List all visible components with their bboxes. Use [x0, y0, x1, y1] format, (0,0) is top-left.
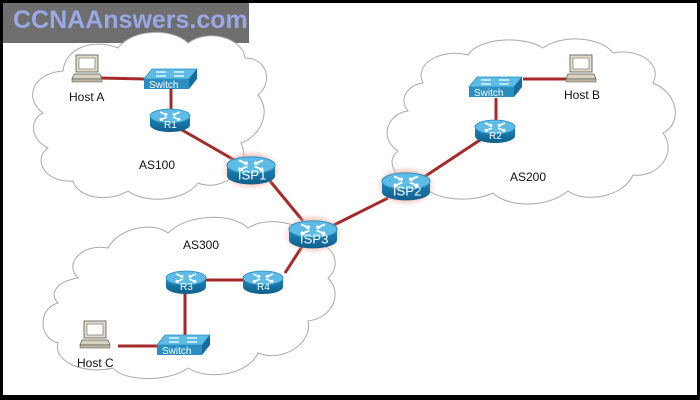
- link-hostA-sw1: [99, 76, 147, 81]
- as100-label: AS100: [139, 158, 175, 172]
- host-a[interactable]: [71, 54, 103, 83]
- router-label: R1: [164, 120, 177, 131]
- router-label: R4: [257, 282, 270, 293]
- as200-label: AS200: [510, 170, 546, 184]
- network-topology: Host A Host B Host C Switch Switch Switc…: [32, 31, 676, 379]
- pc-icon: [565, 54, 597, 83]
- switch-as100[interactable]: Switch: [143, 68, 198, 91]
- router-r2[interactable]: R2: [474, 119, 516, 144]
- host-a-label: Host A: [69, 90, 104, 104]
- router-r1[interactable]: R1: [149, 108, 191, 133]
- router-label: ISP1: [238, 168, 267, 183]
- watermark: CCNAAnswers.com: [13, 6, 248, 34]
- switch-label: Switch: [474, 88, 503, 99]
- switch-as300[interactable]: Switch: [156, 334, 211, 357]
- pc-icon: [79, 320, 111, 349]
- switch-label: Switch: [162, 346, 191, 357]
- router-r3[interactable]: R3: [165, 270, 207, 295]
- router-isp2[interactable]: ISP2: [381, 171, 431, 202]
- switch-label: Switch: [149, 80, 178, 91]
- router-label: R3: [180, 282, 193, 293]
- cloud-as300: [42, 216, 336, 379]
- router-label: ISP3: [300, 232, 329, 247]
- link-isp1-isp3: [268, 180, 305, 222]
- host-b[interactable]: [565, 54, 597, 83]
- host-b-label: Host B: [564, 88, 600, 102]
- cloud-as200: [386, 38, 676, 205]
- router-isp1[interactable]: ISP1: [226, 155, 276, 186]
- router-isp3[interactable]: ISP3: [288, 219, 338, 250]
- as300-label: AS300: [183, 238, 219, 252]
- switch-as200[interactable]: Switch: [468, 76, 523, 99]
- pc-icon: [71, 54, 103, 83]
- diagram-canvas: CCNAAnswers.com: [3, 3, 697, 395]
- router-label: ISP2: [393, 184, 422, 199]
- host-c-label: Host C: [77, 356, 114, 370]
- host-c[interactable]: [79, 320, 111, 349]
- link-isp2-r2: [420, 136, 484, 181]
- router-label: R2: [489, 131, 502, 142]
- router-r4[interactable]: R4: [242, 270, 284, 295]
